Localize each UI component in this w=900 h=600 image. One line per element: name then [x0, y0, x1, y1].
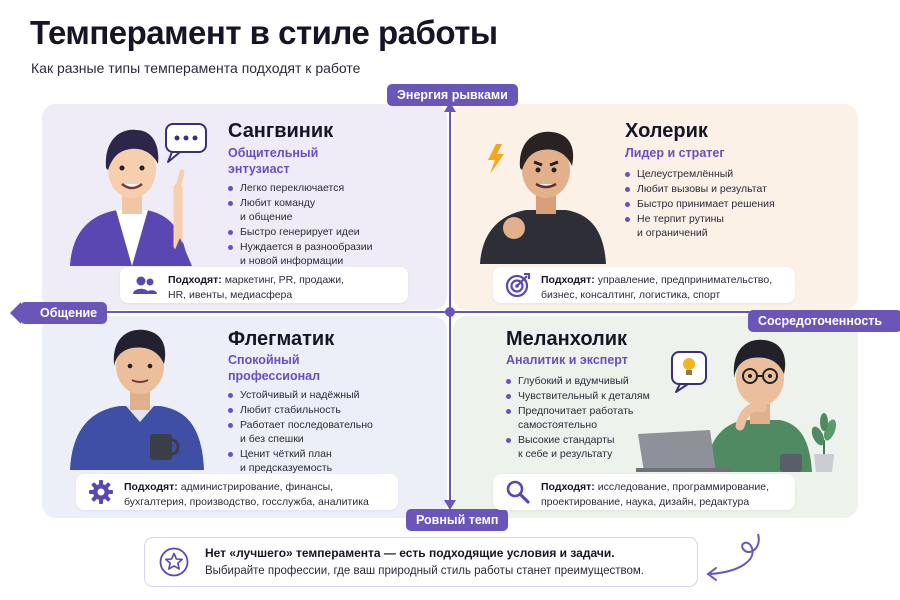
target-icon	[505, 273, 530, 298]
axis-label-top: Энергия рывками	[387, 84, 518, 106]
quadrant-phlegmatic-traits: Устойчивый и надёжный Любит стабильность…	[228, 388, 373, 476]
tagline-line: Лидер и стратег	[625, 146, 725, 160]
axis-arrow-up-icon	[444, 102, 456, 112]
quadrant-phlegmatic-tagline: Спокойный профессионал	[228, 352, 320, 384]
page-subtitle: Как разные типы темперамента подходят к …	[31, 60, 361, 76]
page-title: Темперамент в стиле работы	[30, 14, 498, 51]
fit-text: Подходят: управление, предпринимательств…	[541, 274, 773, 301]
choleric-illustration	[480, 131, 606, 264]
gear-icon	[89, 480, 113, 504]
lightning-icon	[488, 144, 504, 174]
quadrant-melancholic-traits: Глубокий и вдумчивый Чувствительный к де…	[506, 374, 650, 462]
quadrant-melancholic-fit-card: Подходят: исследование, программирование…	[493, 474, 795, 510]
quadrant-choleric-traits: Целеустремлённый Любит вызовы и результа…	[625, 167, 775, 241]
axis-label-left: Общение	[9, 302, 108, 324]
list-item: Целеустремлённый	[625, 167, 775, 181]
vertical-axis	[449, 100, 451, 510]
tagline-line: профессионал	[228, 369, 321, 383]
quadrant-phlegmatic-title: Флегматик	[228, 328, 335, 350]
list-item: Любит стабильность	[228, 403, 373, 417]
speech-bubble-icon	[165, 123, 207, 163]
quadrant-melancholic-tagline: Аналитик и эксперт	[506, 352, 628, 368]
laptop-icon	[638, 430, 716, 472]
tagline-line: Общительный	[228, 146, 319, 160]
quadrant-choleric-tagline: Лидер и стратег	[625, 145, 725, 161]
mug-icon	[780, 454, 802, 472]
list-item: Чувствительный к деталям	[506, 389, 650, 403]
quadrant-sanguine-title: Сангвиник	[228, 120, 334, 142]
footer-text: Выбирайте профессии, где ваш природный с…	[205, 565, 644, 577]
fit-text: Подходят: исследование, программирование…	[541, 481, 769, 508]
tagline-line: энтузиаст	[228, 162, 290, 176]
list-item: Глубокий и вдумчивый	[506, 374, 650, 388]
star-icon	[159, 547, 189, 577]
list-item: Устойчивый и надёжный	[228, 388, 373, 402]
tagline-line: Спокойный	[228, 353, 300, 367]
footer-headline: Нет «лучшего» темперамента — есть подход…	[205, 546, 615, 560]
axis-label-bottom: Ровный темп	[406, 509, 509, 531]
tagline-line: Аналитик и эксперт	[506, 353, 628, 367]
sanguine-illustration	[70, 123, 207, 266]
quadrant-choleric-fit-card: Подходят: управление, предпринимательств…	[493, 267, 795, 303]
lightbulb-icon	[671, 351, 707, 393]
mug-icon	[150, 434, 172, 460]
list-item: Быстро генерирует идеи	[228, 225, 372, 239]
plant-icon	[811, 413, 837, 472]
phlegmatic-illustration	[70, 329, 204, 470]
search-icon	[506, 480, 530, 504]
melancholic-illustration	[636, 339, 837, 472]
axis-center-dot	[445, 307, 455, 317]
axis-arrow-down-icon	[444, 500, 456, 510]
axis-label-right: Сосредоточенность	[748, 310, 900, 332]
fit-text: Подходят: администрирование, финансы,бух…	[124, 481, 369, 508]
quadrant-choleric-title: Холерик	[625, 120, 708, 142]
quadrant-phlegmatic-fit-card: Подходят: администрирование, финансы,бух…	[76, 474, 398, 510]
list-item: Легко переключается	[228, 181, 372, 195]
people-icon	[133, 276, 157, 294]
footer-note: Нет «лучшего» темперамента — есть подход…	[144, 537, 698, 587]
fit-text: Подходят: маркетинг, PR, продажи,HR, иве…	[168, 274, 344, 301]
curly-arrow-icon	[706, 533, 760, 581]
quadrant-sanguine-tagline: Общительный энтузиаст	[228, 145, 318, 177]
quadrant-melancholic-title: Меланхолик	[506, 328, 628, 350]
quadrant-sanguine-fit-card: Подходят: маркетинг, PR, продажи,HR, иве…	[120, 267, 408, 303]
list-item: Быстро принимает решения	[625, 197, 775, 211]
list-item: Любит вызовы и результат	[625, 182, 775, 196]
